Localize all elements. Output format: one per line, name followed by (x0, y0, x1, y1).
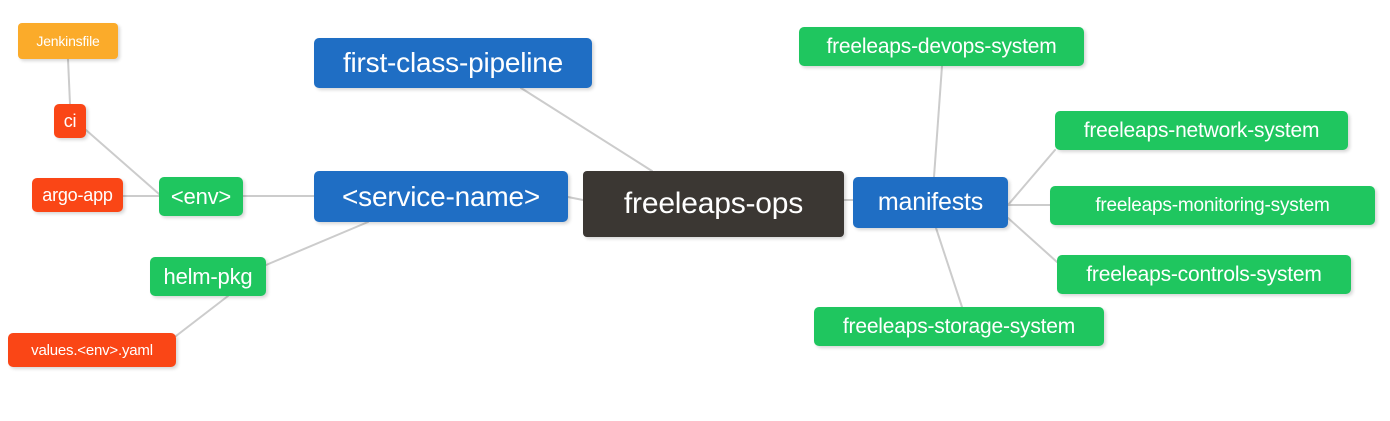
mindmap-node-label: argo-app (42, 185, 113, 205)
mindmap-node-label: freeleaps-storage-system (842, 315, 1076, 338)
mindmap-node-label: helm-pkg (163, 263, 253, 289)
edge-first-class-pipeline-to-freeleaps-ops (520, 87, 653, 172)
mindmap-node-label: manifests (877, 188, 984, 216)
mindmap-node-label: <service-name> (342, 180, 540, 212)
mindmap-node-label: freeleaps-ops (623, 187, 804, 220)
mindmap-node-helm-pkg[interactable]: helm-pkg (150, 257, 266, 296)
mindmap-node-label: values.<env>.yaml (31, 341, 153, 359)
edge-values-yaml-to-helm-pkg (175, 295, 229, 337)
mindmap-node-freeleaps-network-system[interactable]: freeleaps-network-system (1055, 111, 1348, 150)
mindmap-node-label: freeleaps-devops-system (826, 35, 1057, 58)
mindmap-node-label: freeleaps-monitoring-system (1095, 195, 1330, 216)
mindmap-node-freeleaps-storage-system[interactable]: freeleaps-storage-system (814, 307, 1104, 346)
mindmap-node-label: freeleaps-controls-system (1086, 263, 1322, 286)
edge-helm-pkg-to-service-name (265, 221, 369, 266)
edge-manifests-to-freeleaps-controls-system (1007, 217, 1058, 263)
mindmap-node-label: Jenkinsfile (36, 33, 100, 49)
edge-manifests-to-freeleaps-network-system (1007, 149, 1056, 206)
mindmap-node-env[interactable]: <env> (159, 177, 243, 216)
mindmap-node-freeleaps-devops-system[interactable]: freeleaps-devops-system (799, 27, 1084, 66)
mindmap-node-manifests[interactable]: manifests (853, 177, 1008, 228)
mindmap-node-label: first-class-pipeline (342, 47, 564, 78)
mindmap-node-values-yaml[interactable]: values.<env>.yaml (8, 333, 176, 367)
edge-jenkinsfile-to-ci (67, 58, 71, 105)
mindmap-node-label: freeleaps-network-system (1083, 119, 1320, 142)
mindmap-node-ci[interactable]: ci (54, 104, 86, 138)
mindmap-node-freeleaps-ops[interactable]: freeleaps-ops (583, 171, 844, 237)
mindmap-node-freeleaps-controls-system[interactable]: freeleaps-controls-system (1057, 255, 1351, 294)
mindmap-node-label: ci (63, 111, 77, 131)
edge-manifests-to-freeleaps-devops-system (933, 65, 943, 178)
edge-service-name-to-freeleaps-ops (567, 196, 584, 201)
mindmap-node-jenkinsfile[interactable]: Jenkinsfile (18, 23, 118, 59)
mindmap-node-label: <env> (170, 183, 232, 209)
mindmap-node-service-name[interactable]: <service-name> (314, 171, 568, 222)
edge-manifests-to-freeleaps-storage-system (935, 227, 963, 308)
mindmap-node-freeleaps-monitoring-system[interactable]: freeleaps-monitoring-system (1050, 186, 1375, 225)
mindmap-node-argo-app[interactable]: argo-app (32, 178, 123, 212)
mindmap-node-first-class-pipeline[interactable]: first-class-pipeline (314, 38, 592, 88)
